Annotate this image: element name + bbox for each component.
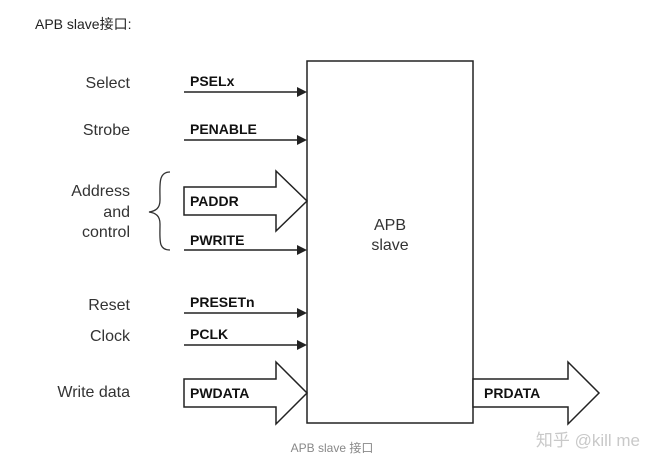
signal-penable: PENABLE bbox=[190, 121, 257, 137]
figure-caption: APB slave 接口 bbox=[291, 440, 374, 455]
label-address: Address bbox=[71, 183, 130, 200]
preset-arrow bbox=[184, 308, 307, 318]
signal-pwdata: PWDATA bbox=[190, 385, 249, 401]
block-label-slave: slave bbox=[371, 237, 408, 254]
pclk-arrow bbox=[184, 340, 307, 350]
pwdata-bus-arrow bbox=[183, 360, 309, 426]
label-and: and bbox=[103, 204, 130, 221]
signal-psel: PSELx bbox=[190, 73, 235, 89]
signal-preset: PRESETn bbox=[190, 294, 255, 310]
signal-pwrite: PWRITE bbox=[190, 232, 244, 248]
watermark: 知乎 @kill me bbox=[536, 431, 640, 450]
block-label-apb: APB bbox=[374, 217, 406, 234]
label-control: control bbox=[82, 224, 130, 241]
apb-slave-block bbox=[306, 60, 474, 424]
pwrite-arrow bbox=[184, 245, 307, 255]
paddr-bus-arrow bbox=[183, 169, 309, 233]
signal-pclk: PCLK bbox=[190, 326, 228, 342]
label-strobe: Strobe bbox=[83, 122, 130, 139]
label-write-data: Write data bbox=[57, 384, 130, 401]
address-control-brace bbox=[148, 171, 171, 251]
prdata-bus-arrow bbox=[472, 360, 601, 426]
signal-paddr: PADDR bbox=[190, 193, 239, 209]
label-clock: Clock bbox=[90, 328, 131, 345]
psel-arrow bbox=[184, 87, 307, 97]
label-reset: Reset bbox=[88, 297, 130, 314]
signal-prdata: PRDATA bbox=[484, 385, 540, 401]
page-heading: APB slave接口: bbox=[35, 16, 132, 32]
penable-arrow bbox=[184, 135, 307, 145]
label-select: Select bbox=[86, 75, 131, 92]
